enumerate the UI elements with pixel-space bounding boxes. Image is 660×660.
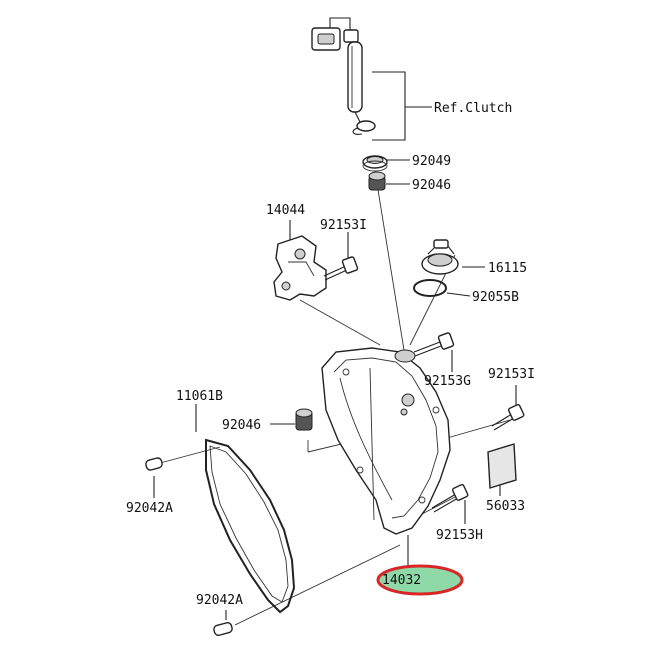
label-14044[interactable]: 14044 <box>266 203 305 218</box>
gasket-11061b-icon <box>205 438 296 614</box>
bolt-92153h-icon <box>431 483 469 513</box>
dowel-92042a-top-icon <box>145 457 163 471</box>
bracket-14044-icon <box>273 235 327 301</box>
label-16115[interactable]: 16115 <box>488 261 527 276</box>
label-92055b[interactable]: 92055B <box>472 290 519 305</box>
label-92153i-right[interactable]: 92153I <box>488 367 535 382</box>
leader-92055b <box>446 292 471 297</box>
label-92153g[interactable]: 92153G <box>424 374 471 389</box>
label-92153i-top[interactable]: 92153I <box>320 218 367 233</box>
label-14032[interactable]: 14032 <box>382 573 421 588</box>
bolt-h-axis-line <box>419 496 456 516</box>
bolt-92153i-top-icon <box>323 256 359 281</box>
bolt-right-axis-line <box>439 419 511 441</box>
label-92042a-bottom[interactable]: 92042A <box>196 593 243 608</box>
collar-92046-mid-icon <box>295 408 313 431</box>
label-11061b[interactable]: 11061B <box>176 389 223 404</box>
label-92153h[interactable]: 92153H <box>436 528 483 543</box>
label-ref-clutch[interactable]: Ref.Clutch <box>434 101 512 116</box>
part-labels: Ref.Clutch 92049 92046 14044 92153I 1611… <box>126 101 535 608</box>
label-92042a-top[interactable]: 92042A <box>126 501 173 516</box>
dowel-92042a-bottom-icon <box>213 622 233 636</box>
bracket-axis-line <box>299 299 381 346</box>
bolt-92153i-right-icon <box>491 403 525 431</box>
cover-to-dowel-axis <box>234 544 401 626</box>
label-92049[interactable]: 92049 <box>412 154 451 169</box>
shaft-axis-line <box>377 189 405 351</box>
collar-92046-top-icon <box>368 171 386 191</box>
plug-16115-icon <box>421 239 459 275</box>
label-plate-56033-icon <box>487 443 517 489</box>
seal-92049-icon <box>362 155 388 172</box>
label-92046-top[interactable]: 92046 <box>412 178 451 193</box>
highlight-ellipse <box>376 564 464 596</box>
oring-92055b-icon <box>413 279 447 297</box>
bolt-92153g-icon <box>413 332 455 357</box>
label-56033[interactable]: 56033 <box>486 499 525 514</box>
label-92046-mid[interactable]: 92046 <box>222 418 261 433</box>
ref-clutch-bracket <box>372 71 406 141</box>
clutch-switch-icon <box>311 17 376 135</box>
clutch-cover-14032-icon <box>321 347 451 535</box>
